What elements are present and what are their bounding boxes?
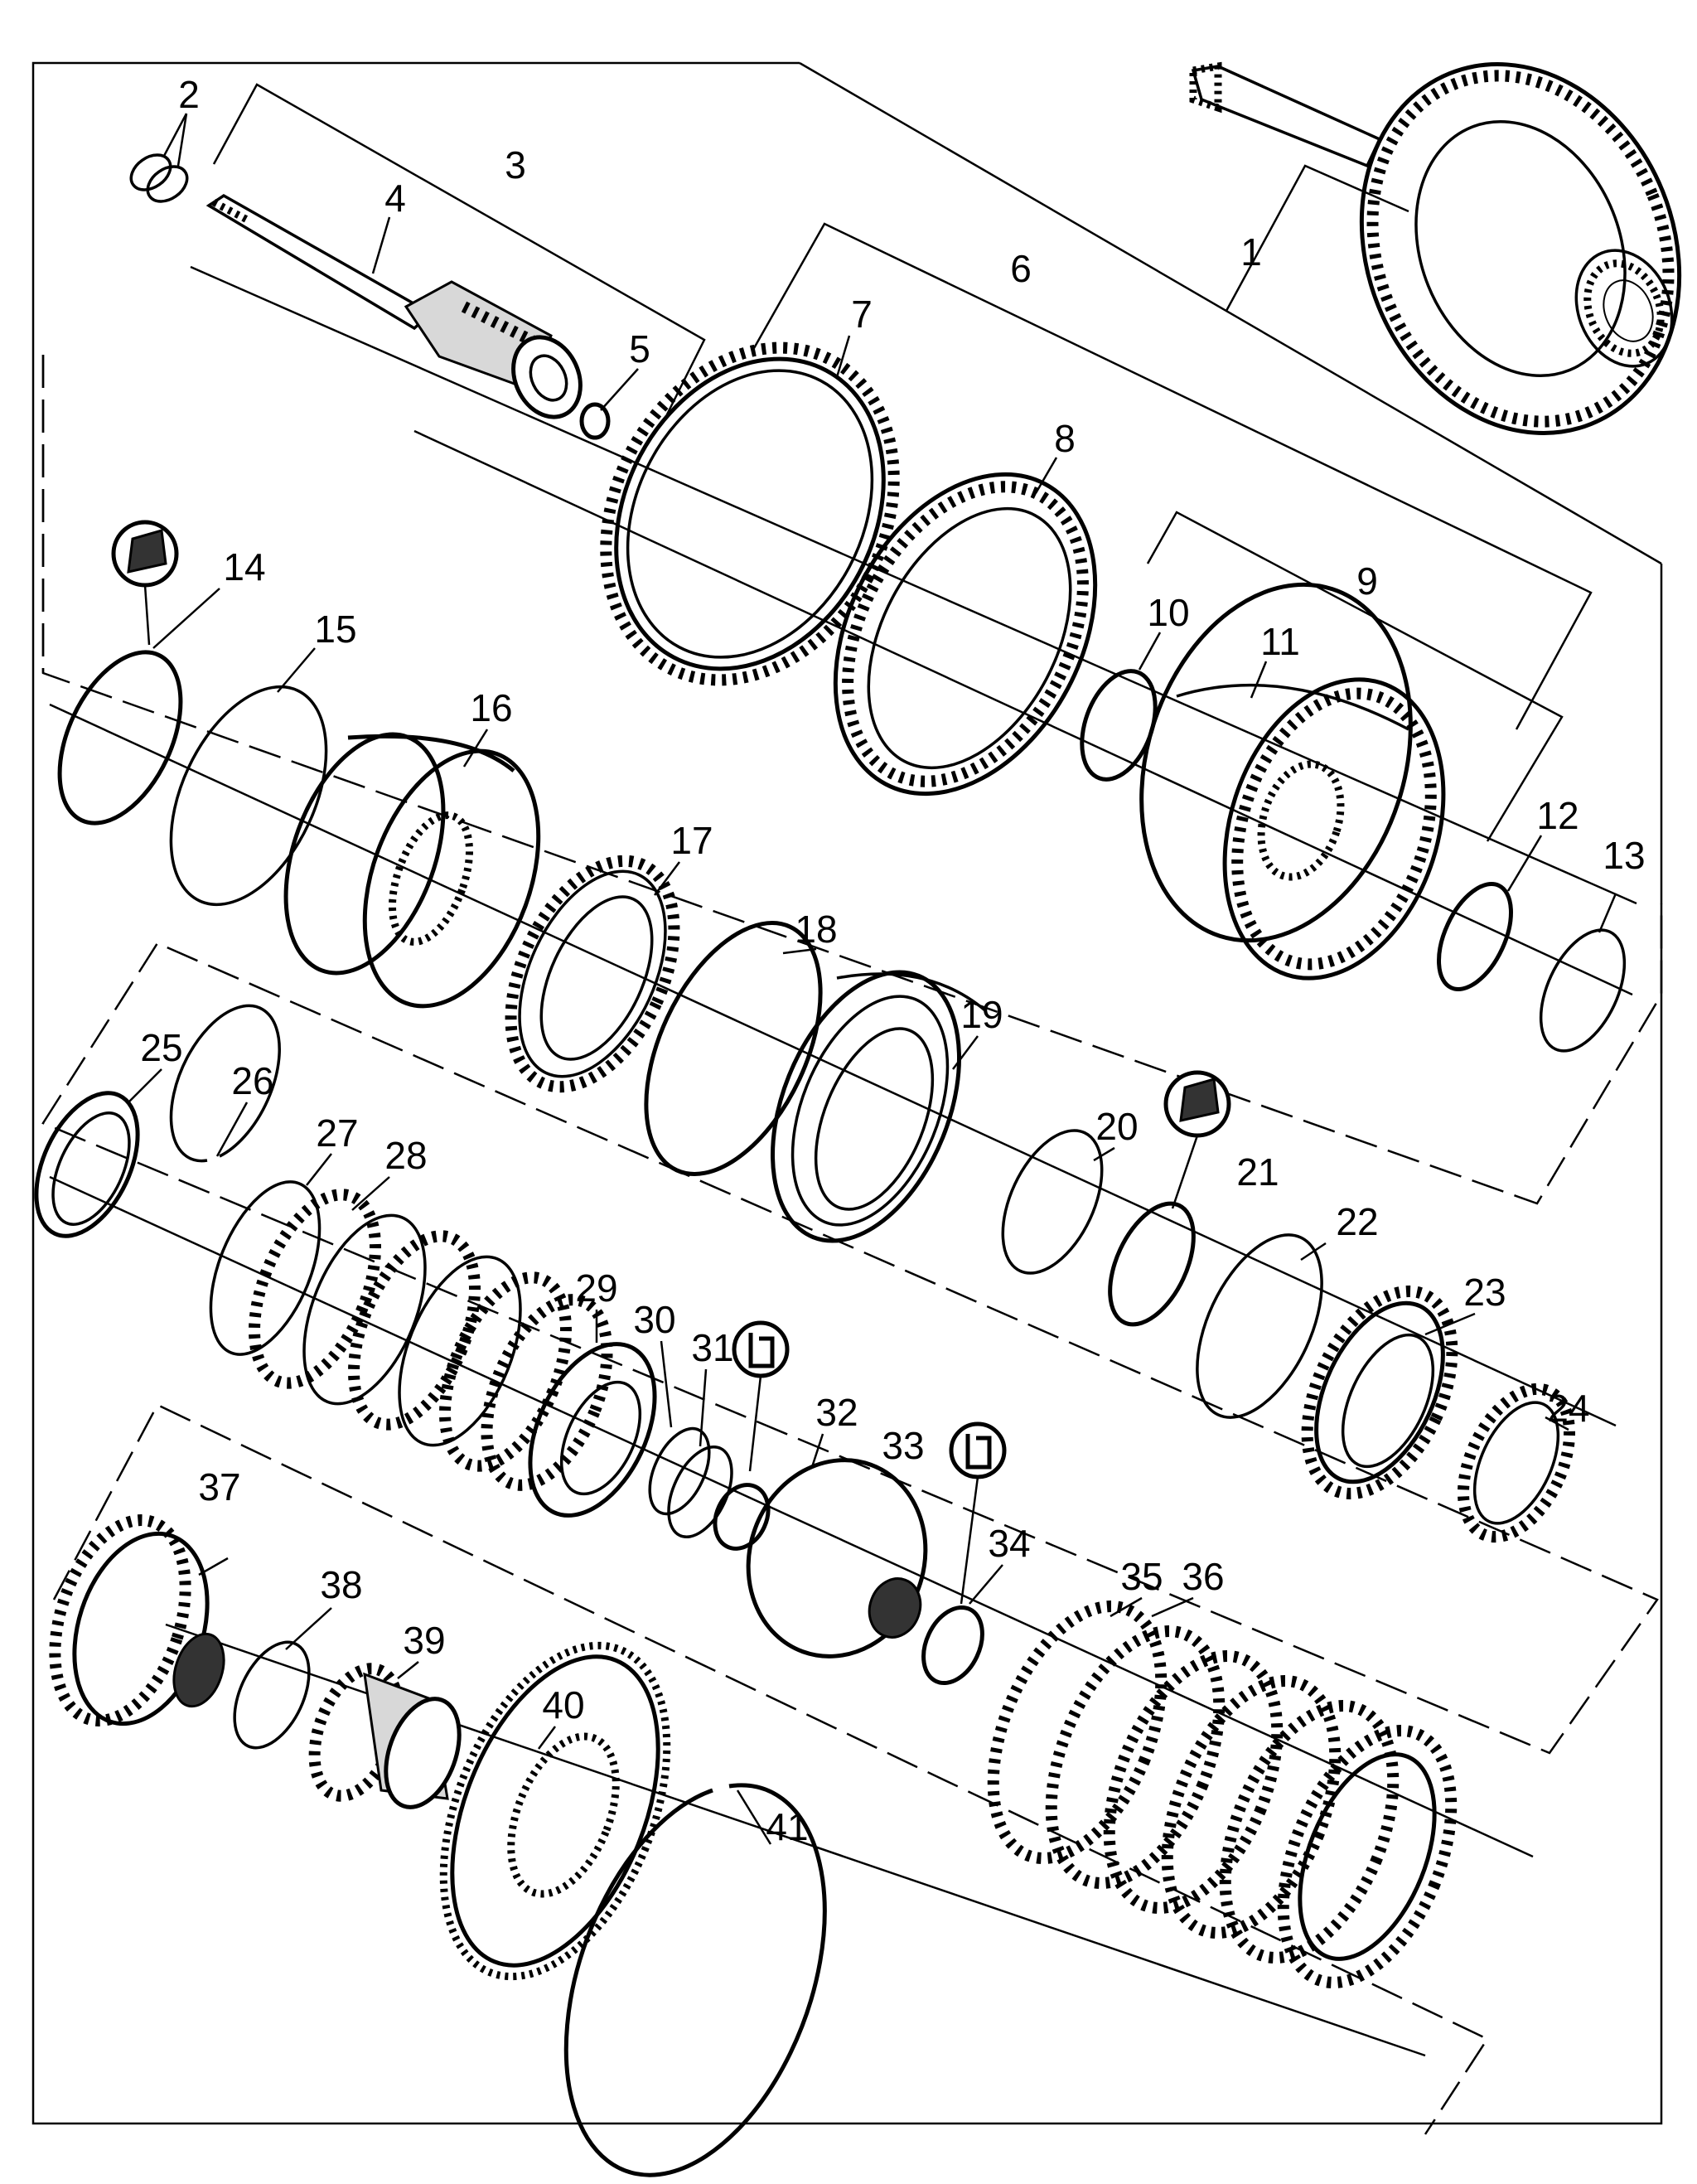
leader-lines: [128, 113, 1617, 1845]
bracket-1: [1225, 164, 1409, 312]
part-5-bushing: [579, 402, 611, 440]
callout-5: 5: [629, 327, 650, 370]
part-15-seal-ring: [169, 685, 328, 907]
callout-13: 13: [1603, 834, 1645, 877]
callout-20: 20: [1095, 1105, 1138, 1148]
callout-33: 33: [882, 1424, 924, 1467]
part-40-reaction-plate: [439, 1641, 671, 1981]
callout-29: 29: [575, 1266, 617, 1310]
axis-line-lower: [49, 1175, 1534, 1858]
callout-40: 40: [542, 1683, 584, 1726]
callout-12: 12: [1536, 794, 1579, 837]
callout-17: 17: [670, 819, 713, 862]
lubricate-symbol-icon-2: [1163, 1070, 1231, 1138]
part-32-seal: [713, 1483, 771, 1551]
group-boundary-lower: [52, 1403, 1489, 2135]
axis-line-upper: [190, 265, 1637, 905]
callout-6: 6: [1010, 247, 1032, 290]
part-26-snap-ring: [169, 1004, 281, 1163]
callout-23: 23: [1463, 1271, 1506, 1314]
callout-26: 26: [231, 1059, 273, 1102]
callout-11: 11: [1260, 620, 1300, 663]
callout-3: 3: [505, 143, 526, 186]
part-14-seal-ring: [57, 650, 183, 826]
callout-21: 21: [1236, 1150, 1279, 1194]
callout-15: 15: [314, 608, 356, 651]
callout-4: 4: [384, 177, 406, 220]
callout-1: 1: [1240, 230, 1262, 274]
part-17-spring-plate: [505, 855, 680, 1093]
callout-9: 9: [1356, 559, 1378, 603]
callout-18: 18: [795, 908, 837, 951]
group-boundary-upper: [41, 355, 1663, 1205]
part-4-input-shaft: [205, 193, 583, 419]
part-1-carrier-assembly: [1189, 61, 1682, 435]
callout-22: 22: [1336, 1200, 1378, 1243]
part-2-o-rings: [129, 153, 189, 203]
part-37-clutch-hub: [49, 1514, 225, 1726]
part-35-36-clutch-pack: [987, 1600, 1458, 1988]
part-20-snap-ring: [1001, 1129, 1104, 1275]
part-29-backing-plate: [528, 1342, 657, 1518]
part-22-seal-ring: [1196, 1233, 1323, 1419]
bracket-6: [752, 222, 1593, 730]
part-24-thrust-bearing: [1457, 1383, 1576, 1543]
callout-34: 34: [988, 1522, 1030, 1565]
callout-8: 8: [1054, 417, 1076, 460]
part-21-seal-ring: [1108, 1201, 1196, 1327]
callout-41: 41: [766, 1805, 808, 1848]
part-41-snap-ring: [563, 1783, 827, 2177]
seal-symbol-icon: [732, 1320, 790, 1378]
callout-27: 27: [316, 1111, 358, 1155]
callout-37: 37: [198, 1465, 240, 1508]
part-8-roller-clutch: [833, 472, 1098, 797]
part-34-seal: [921, 1605, 984, 1686]
callout-7: 7: [851, 293, 873, 336]
part-19-piston: [771, 970, 988, 1243]
part-33-housing: [746, 1458, 928, 1659]
bracket-9: [1146, 511, 1564, 842]
bracket-3: [212, 83, 706, 415]
callout-10: 10: [1147, 591, 1189, 634]
callout-36: 36: [1182, 1555, 1224, 1598]
group-boundary-middle: [41, 942, 1659, 1755]
seal-symbol-icon-2: [949, 1421, 1007, 1479]
callout-2: 2: [178, 73, 200, 116]
callout-35: 35: [1120, 1555, 1163, 1598]
callout-38: 38: [320, 1563, 362, 1606]
callout-25: 25: [140, 1026, 182, 1069]
frame-border: [31, 61, 1663, 2125]
part-25-seal: [34, 1091, 140, 1238]
callout-31: 31: [691, 1326, 733, 1369]
part-31-snap-ring: [667, 1445, 733, 1539]
callout-30: 30: [633, 1298, 675, 1341]
part-38-thrust-washer: [233, 1640, 311, 1750]
lubricate-symbol-icon: [111, 520, 179, 588]
callout-39: 39: [403, 1619, 445, 1662]
frame-diagonal: [799, 61, 1662, 565]
callout-labels: 2 3 4 5 6 7 8 1 9 10 11 12 13 14 15 16 1…: [140, 73, 1645, 1848]
callout-24: 24: [1547, 1387, 1589, 1430]
axis-line-middle: [49, 703, 1617, 1427]
part-16-piston-housing: [283, 732, 541, 1009]
part-12-o-ring: [1437, 882, 1513, 991]
part-7-ring-gear: [600, 341, 900, 686]
part-18-seal: [644, 921, 823, 1176]
part-30-snap-ring: [648, 1426, 711, 1516]
callout-19: 19: [960, 993, 1003, 1036]
callout-14: 14: [223, 545, 265, 588]
part-13-snap-ring: [1539, 928, 1627, 1053]
callout-32: 32: [815, 1391, 858, 1434]
callout-16: 16: [470, 686, 512, 729]
part-23-pressure-plate: [1301, 1285, 1458, 1500]
part-39-sun-gear: [308, 1663, 462, 1809]
callout-28: 28: [384, 1134, 427, 1177]
